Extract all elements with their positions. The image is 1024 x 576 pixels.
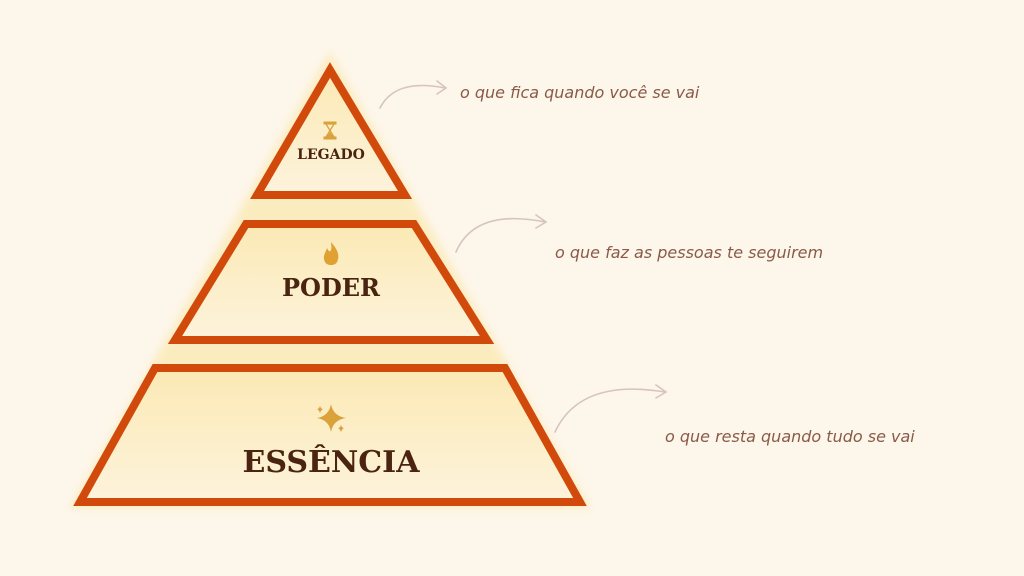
- hourglass-icon: [323, 121, 337, 140]
- pyramid-level-poder: [167, 220, 495, 344]
- arrow-essencia: [554, 384, 668, 433]
- level-label-legado: LEGADO: [297, 147, 365, 163]
- flame-icon: [323, 242, 339, 265]
- level-label-poder: PODER: [282, 273, 381, 302]
- level-label-essencia: ESSÊNCIA: [242, 444, 420, 480]
- pyramid-level-essencia: [73, 364, 587, 506]
- arrow-legado: [379, 80, 448, 109]
- sparkle-icon: [317, 404, 346, 432]
- note-essencia: o que resta quando tudo se vai: [665, 427, 915, 446]
- arrow-poder: [455, 214, 548, 253]
- note-legado: o que fica quando você se vai: [460, 83, 700, 102]
- note-poder: o que faz as pessoas te seguirem: [555, 243, 823, 262]
